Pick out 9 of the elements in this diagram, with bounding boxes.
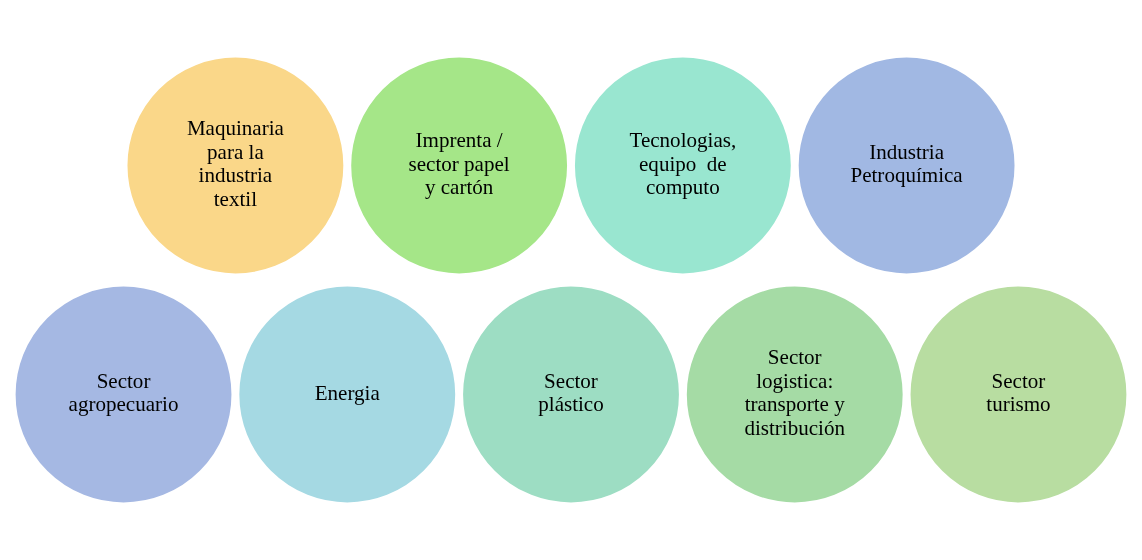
node-circle: Tecnologias, equipo de computo — [572, 54, 794, 277]
node-circle: Industria Petroquímica — [796, 54, 1018, 277]
node-circle: Sector turismo — [907, 283, 1130, 506]
node-circle: Sector plástico — [460, 283, 682, 506]
node-circle: Sector agropecuario — [12, 283, 235, 506]
node-circle: Maquinaria para la industria textil — [124, 54, 346, 277]
node-circle: Imprenta / sector papel y cartón — [348, 54, 570, 277]
node-circle: Energia — [236, 283, 458, 506]
node-circle: Sector logistica: transporte y distribución — [684, 283, 906, 506]
